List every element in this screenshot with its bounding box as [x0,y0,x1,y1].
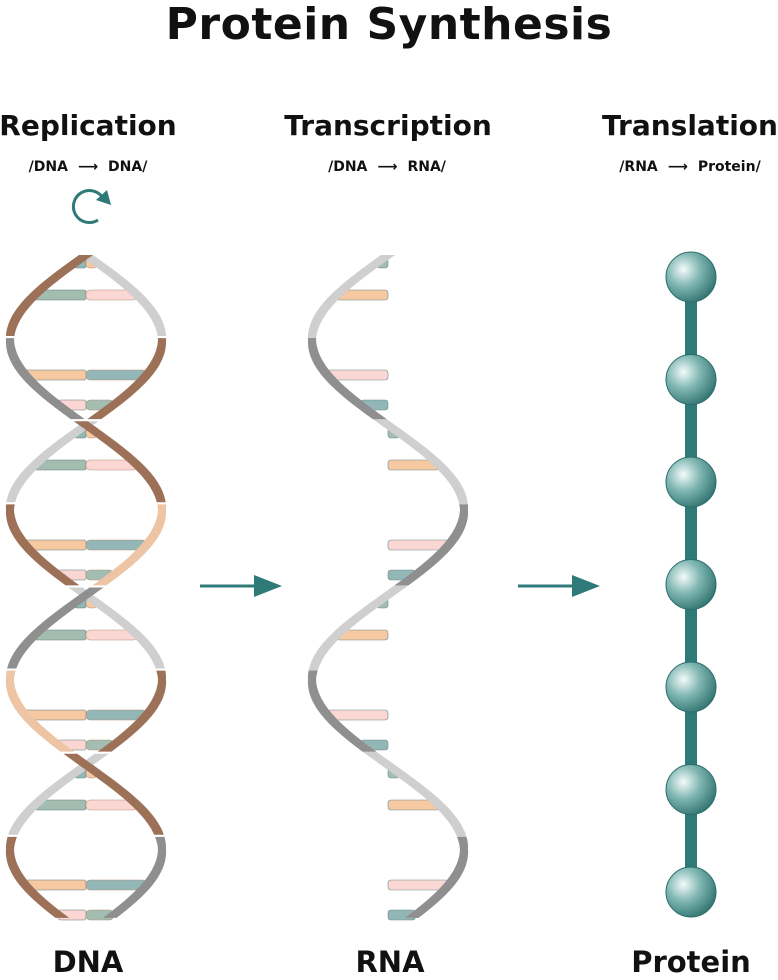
formula-from: /RNA [619,159,658,175]
amino-acid-bead [665,764,717,815]
dna-backbone [5,836,70,918]
stage-title-translation: Translation [602,109,778,142]
stage-title-replication: Replication [0,109,177,142]
right-arrow-icon [200,575,282,597]
rna-backbone [307,338,387,420]
dna-backbone [102,836,167,918]
label-rna: RNA [355,945,425,979]
stage-title-transcription: Transcription [284,109,492,142]
dna-double-helix [5,255,167,921]
dna-backbone [79,255,166,336]
formula-to: Protein/ [697,159,761,175]
amino-acid-bead [665,661,717,713]
dna-backbone [73,421,166,503]
formula-from: /DNA [328,159,368,175]
rna-backbone [307,255,469,918]
formula-arrow-icon: ⟶ [667,159,688,175]
amino-acid-bead [665,251,717,303]
dna-backbone [5,670,75,752]
formula-translation: /RNA ⟶ Protein/ [560,156,778,178]
dna-backbone [87,338,167,420]
rna-backbone [394,504,469,586]
rna-backbone [404,836,469,918]
rna-single-strand [307,255,469,921]
protein-chain [665,251,717,918]
dna-backbone [7,587,104,669]
formula-arrow-icon: ⟶ [77,159,99,175]
circular-arrow-icon [71,189,111,225]
formula-transcription: /DNA ⟶ RNA/ [257,156,517,178]
rna-base [387,539,449,551]
formula-to: RNA/ [407,159,446,175]
dna-backbone [5,504,80,586]
dna-base-pair [85,879,147,891]
label-protein: Protein [631,945,751,979]
dna-backbone [5,338,85,420]
amino-acid-bead [665,559,717,610]
dna-backbone [92,504,167,586]
formula-to: DNA/ [108,159,148,175]
amino-acid-bead [665,354,717,405]
rna-base [387,879,449,891]
dna-backbone [97,670,167,752]
label-dna: DNA [52,945,124,979]
formula-arrow-icon: ⟶ [377,159,398,175]
page-title: Protein Synthesis [165,0,613,50]
right-arrow-icon [518,575,600,597]
amino-acid-bead [665,866,717,918]
dna-backbone [6,255,93,336]
formula-replication: /DNA ⟶ DNA/ [0,156,218,178]
dna-backbone [6,421,99,503]
dna-backbone [8,753,109,835]
dna-base-pair [85,539,147,551]
formula-from: /DNA [28,159,68,175]
dna-base-pair [85,709,147,721]
dna-base-pair [25,539,87,551]
dna-backbone [68,587,165,669]
amino-acid-bead [665,456,717,508]
dna-base-pair [25,709,87,721]
rna-backbone [307,670,377,752]
dna-backbone [63,753,164,835]
dna-base-pair [25,879,87,891]
